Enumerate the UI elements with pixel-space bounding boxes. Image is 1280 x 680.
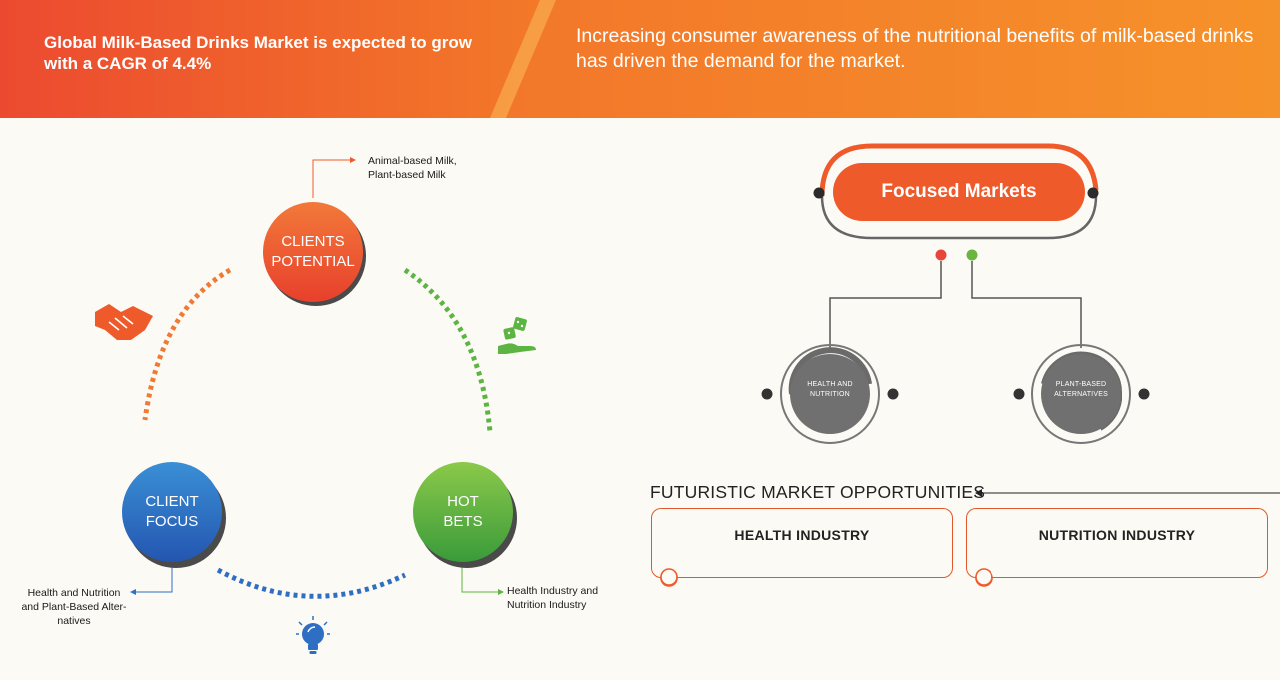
lightbulb-icon: [296, 616, 330, 654]
hot-bets-circle: HOT BETS: [413, 462, 513, 562]
header-description: Increasing consumer awareness of the nut…: [576, 25, 1254, 72]
client-focus-note: Health and Nutrition and Plant-Based Alt…: [21, 587, 127, 627]
hot-bets-line2: BETS: [443, 513, 483, 530]
futuristic-opportunities-title: FUTURISTIC MARKET OPPORTUNITIES: [650, 482, 986, 502]
health-industry-label: HEALTH INDUSTRY: [734, 527, 870, 543]
focused-markets-title: Focused Markets: [881, 181, 1037, 202]
blue-dotted-arc: [216, 567, 407, 599]
handshake-icon: [95, 304, 153, 340]
plant-based-label: PLANT-BASED ALTERNATIVES: [1054, 381, 1108, 398]
red-dot: [935, 249, 947, 261]
health-nutrition-label: HEALTH AND NUTRITION: [807, 381, 853, 398]
header-headline: Global Milk-Based Drinks Market is expec…: [44, 33, 472, 73]
pill-outline-bottom: [820, 195, 1098, 240]
focused-markets-pill: [833, 163, 1085, 221]
clients-potential-line1: CLIENTS: [281, 233, 345, 250]
cycle-diagram: [95, 157, 536, 654]
box-corner-markers: [660, 568, 991, 586]
client-focus-line1: CLIENT: [145, 493, 199, 510]
pill-outline-top: [819, 143, 1099, 197]
orange-dotted-arc: [142, 267, 232, 421]
clients-potential-circle: CLIENTS POTENTIAL: [263, 202, 363, 302]
hot-bets-note: Health Industry and Nutrition Industry: [507, 585, 599, 611]
nutrition-industry-box: NUTRITION INDUSTRY: [966, 508, 1268, 578]
clients-potential-line2: POTENTIAL: [271, 253, 355, 270]
client-focus-circle: CLIENT FOCUS: [122, 462, 222, 562]
nutrition-industry-label: NUTRITION INDUSTRY: [1038, 527, 1196, 543]
green-dot: [966, 249, 978, 261]
hot-bets-line1: HOT: [447, 493, 479, 510]
health-industry-box: HEALTH INDUSTRY: [651, 508, 953, 578]
header-banner: [0, 0, 1280, 118]
client-focus-line2: FOCUS: [145, 513, 199, 530]
clients-potential-note: Animal-based Milk, Plant-based Milk: [368, 155, 457, 181]
green-dotted-arc: [403, 267, 493, 433]
focused-markets-diagram: [660, 143, 1280, 587]
dice-in-hand-icon: [498, 317, 536, 354]
